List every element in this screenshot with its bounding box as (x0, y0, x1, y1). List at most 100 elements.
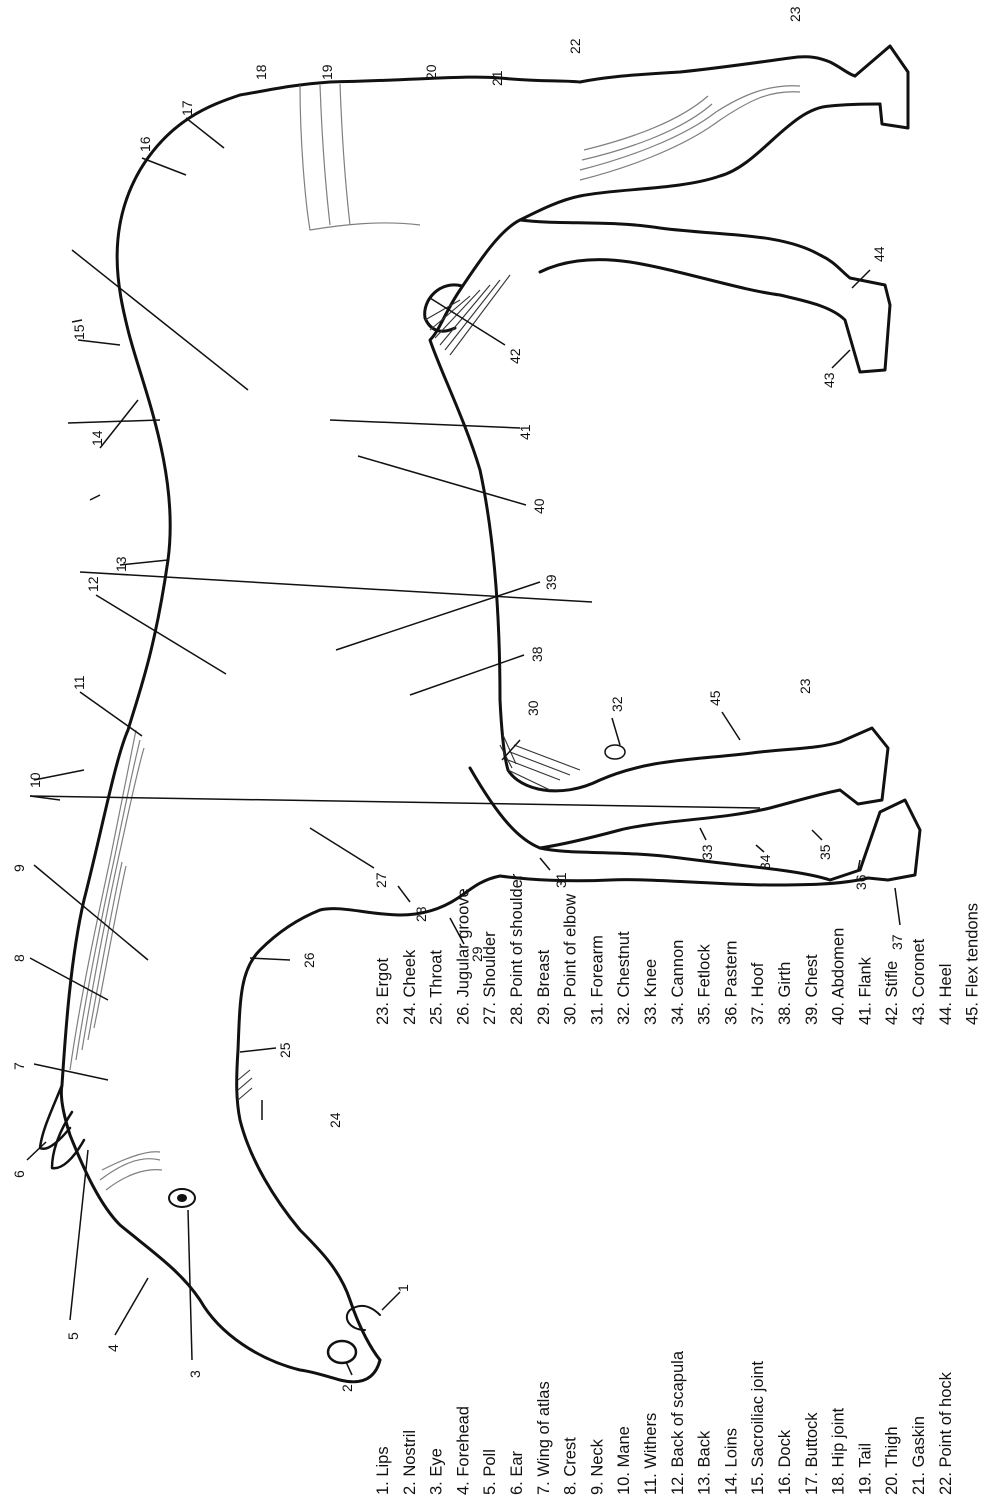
legend-item-19: 19. Tail (856, 1443, 874, 1495)
label-number-4: 4 (105, 1344, 121, 1352)
label-number-44: 44 (871, 246, 887, 262)
legend-item-11: 11. Withers (642, 1413, 660, 1495)
label-number-31: 31 (553, 872, 569, 888)
legend-item-39: 39. Chest (803, 954, 821, 1025)
legend-item-42: 42. Stifle (883, 961, 901, 1025)
label-number-26: 26 (301, 952, 317, 968)
label-number-27: 27 (373, 872, 389, 888)
label-number-14: 14 (89, 430, 105, 446)
label-number-21: 21 (489, 70, 505, 86)
label-number-39: 39 (543, 574, 559, 590)
legend: 1. Lips 2. Nostril 3. Eye 4. Forehead 5. Pol… (374, 873, 982, 1495)
label-number-30: 30 (525, 700, 541, 716)
legend-item-14: 14. Loins (722, 1428, 740, 1495)
legend-item-20: 20. Thigh (883, 1427, 901, 1496)
label-number-22: 22 (567, 38, 583, 54)
legend-item-4: 4. Forehead (454, 1406, 472, 1495)
legend-item-22: 22. Point of hock (937, 1371, 955, 1495)
label-number-35: 35 (817, 844, 833, 860)
legend-item-45: 45. Flex tendons (964, 903, 982, 1025)
label-number-7: 7 (11, 1062, 27, 1070)
label-number-24: 24 (327, 1112, 343, 1128)
label-number-10: 10 (27, 772, 43, 788)
label-number-45: 45 (707, 690, 723, 706)
label-number-20: 20 (423, 64, 439, 80)
legend-item-26: 26. Jugular groove (454, 888, 472, 1025)
legend-item-38: 38. Girth (776, 962, 794, 1025)
legend-item-23: 23. Ergot (374, 958, 392, 1025)
label-number-19: 19 (319, 64, 335, 80)
legend-item-5: 5. Poll (481, 1449, 499, 1495)
legend-item-1: 1. Lips (374, 1446, 392, 1495)
label-number-16: 16 (137, 136, 153, 152)
legend-item-18: 18. Hip joint (830, 1407, 848, 1495)
label-number-17: 17 (179, 100, 195, 116)
legend-item-2: 2. Nostril (401, 1430, 419, 1495)
legend-item-29: 29. Breast (535, 949, 553, 1025)
label-number-5: 5 (65, 1332, 81, 1340)
label-number-43: 43 (821, 372, 837, 388)
horse-body-outline (40, 46, 920, 1382)
legend-item-10: 10. Mane (615, 1426, 633, 1495)
label-number-15: 15 (71, 324, 87, 340)
label-number-33: 33 (699, 844, 715, 860)
label-number-38: 38 (529, 646, 545, 662)
label-number-2: 2 (339, 1384, 355, 1392)
label-number-18: 18 (253, 64, 269, 80)
legend-item-16: 16. Dock (776, 1429, 794, 1495)
legend-item-43: 43. Coronet (910, 938, 928, 1025)
mane-shading (70, 730, 162, 1190)
label-number-12: 12 (85, 576, 101, 592)
legend-item-37: 37. Hoof (749, 962, 767, 1025)
legend-item-31: 31. Forearm (588, 935, 606, 1025)
legend-item-34: 34. Cannon (669, 940, 687, 1025)
legend-item-32: 32. Chestnut (615, 931, 633, 1025)
legend-item-41: 41. Flank (856, 956, 874, 1025)
legend-item-36: 36. Pastern (722, 941, 740, 1025)
label-number-6: 6 (11, 1170, 27, 1178)
label-number-42: 42 (507, 348, 523, 364)
legend-item-30: 30. Point of elbow (562, 894, 580, 1025)
label-number-28: 28 (413, 906, 429, 922)
legend-item-8: 8. Crest (562, 1437, 580, 1495)
legend-item-12: 12. Back of scapula (669, 1350, 687, 1495)
legend-item-44: 44. Heel (937, 964, 955, 1025)
leader-lines (27, 118, 900, 1375)
legend-item-25: 25. Throat (428, 950, 446, 1025)
label-number-8: 8 (11, 954, 27, 962)
legend-item-28: 28. Point of shoulder (508, 873, 526, 1025)
label-number-11: 11 (71, 675, 87, 690)
girth-shading (425, 275, 580, 790)
legend-item-33: 33. Knee (642, 959, 660, 1025)
number-labels: 1 2 3 4 5 6 7 8 9 10 11 12 13 14 15 16 1… (11, 6, 905, 1392)
label-number-37: 37 (889, 934, 905, 950)
label-number-34: 34 (757, 854, 773, 870)
label-number-25: 25 (277, 1042, 293, 1058)
legend-item-27: 27. Shoulder (481, 931, 499, 1025)
legend-item-17: 17. Buttock (803, 1412, 821, 1495)
label-number-41: 41 (517, 424, 533, 440)
label-number-32: 32 (609, 696, 625, 712)
legend-item-15: 15. Sacroiliac joint (749, 1361, 767, 1495)
tail-shading (300, 84, 800, 230)
legend-item-21: 21. Gaskin (910, 1416, 928, 1495)
legend-item-24: 24. Cheek (401, 949, 419, 1025)
label-number-13: 13 (113, 556, 129, 572)
chestnut-marking (605, 745, 625, 759)
label-number-23-fore: 23 (797, 678, 813, 694)
legend-item-3: 3. Eye (428, 1448, 446, 1495)
legend-item-40: 40. Abdomen (830, 928, 848, 1025)
legend-item-35: 35. Fetlock (696, 944, 714, 1025)
label-number-23-hind: 23 (787, 6, 803, 22)
legend-item-9: 9. Neck (588, 1438, 606, 1495)
label-number-1: 1 (395, 1284, 411, 1292)
label-number-9: 9 (11, 864, 27, 872)
legend-item-6: 6. Ear (508, 1450, 526, 1495)
legend-item-13: 13. Back (696, 1430, 714, 1495)
legend-item-7: 7. Wing of atlas (535, 1381, 553, 1495)
throat-shading (238, 1070, 252, 1100)
label-number-36: 36 (853, 874, 869, 890)
label-number-3: 3 (187, 1370, 203, 1378)
